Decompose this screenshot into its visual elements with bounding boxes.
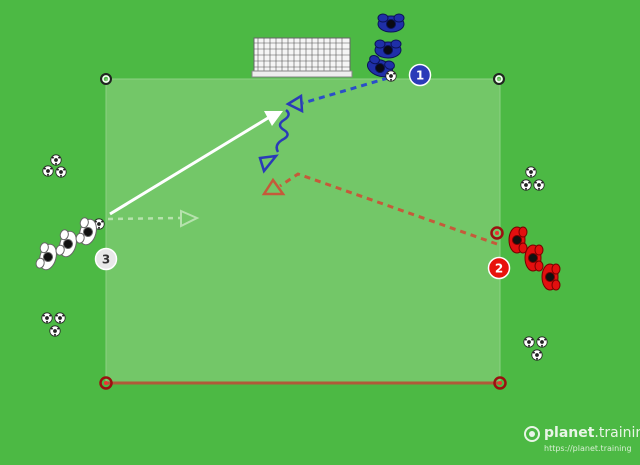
white-run-cone xyxy=(180,209,200,228)
red-run-line xyxy=(279,172,498,246)
corner-cone-top-left xyxy=(100,73,112,85)
corner-cone-bottom-left xyxy=(99,376,113,390)
blue-run-cone xyxy=(285,93,304,114)
brand-url: https://planet.training xyxy=(544,444,632,453)
red-players xyxy=(508,226,561,291)
training-area xyxy=(105,78,501,384)
brand-name: planet.training xyxy=(544,425,640,441)
brand-name-suffix: .training xyxy=(594,425,640,441)
goal xyxy=(251,37,353,78)
brand-name-main: planet xyxy=(544,425,595,441)
blue-players xyxy=(364,13,405,81)
red-run-cone xyxy=(261,177,286,196)
corner-cone-bottom-right xyxy=(493,376,507,390)
planet-logo-icon xyxy=(524,426,540,442)
red-start-cone xyxy=(490,226,504,240)
white-players xyxy=(34,216,100,273)
pass-arrow-head xyxy=(264,111,283,126)
marker-3-label: 3 xyxy=(102,253,110,267)
marker-1: 1 xyxy=(408,63,432,87)
marker-2: 2 xyxy=(487,256,511,280)
corner-cone-top-right xyxy=(493,73,505,85)
ball-blue-player xyxy=(385,70,397,82)
blue-dribble-path xyxy=(275,109,290,153)
marker-1-label: 1 xyxy=(416,69,424,83)
planet-training-watermark: planet.training https://planet.training xyxy=(524,424,640,456)
white-run-line xyxy=(107,216,181,221)
blue-run-line xyxy=(302,76,389,105)
blue-dribble-cone xyxy=(258,154,279,174)
marker-2-label: 2 xyxy=(495,262,503,276)
pass-arrow-line xyxy=(109,116,269,216)
marker-3: 3 xyxy=(94,247,118,271)
